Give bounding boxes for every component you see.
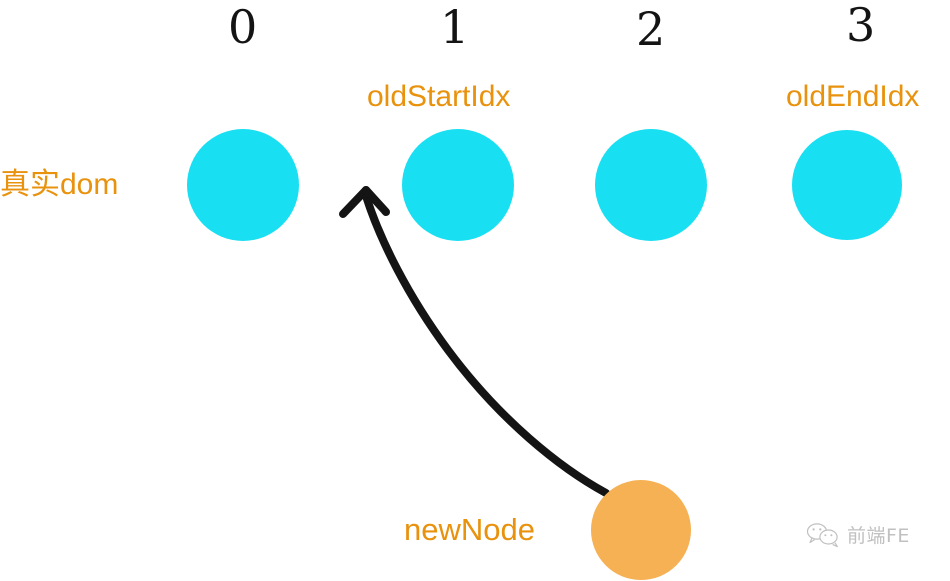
watermark: 前端FE [806, 521, 910, 548]
old-node-0 [187, 129, 299, 241]
label-new-node: newNode [404, 512, 535, 547]
wechat-icon [806, 522, 838, 547]
label-real-dom: 真实dom [0, 168, 119, 201]
index-number-1: 1 [440, 0, 470, 54]
new-node-circle [591, 480, 691, 580]
arrow-head-right-barb [362, 186, 390, 216]
label-old-start-idx: oldStartIdx [367, 80, 511, 113]
old-node-1 [402, 129, 514, 241]
old-node-3 [792, 130, 902, 240]
watermark-text: 前端FE [847, 525, 910, 547]
index-number-3: 3 [846, 0, 876, 52]
old-node-2 [595, 129, 707, 241]
label-old-end-idx: oldEndIdx [786, 80, 920, 113]
arrow-curve [362, 192, 610, 497]
arrow-head-left-barb [339, 186, 370, 218]
index-number-2: 2 [636, 2, 666, 56]
index-number-0: 0 [228, 0, 258, 54]
